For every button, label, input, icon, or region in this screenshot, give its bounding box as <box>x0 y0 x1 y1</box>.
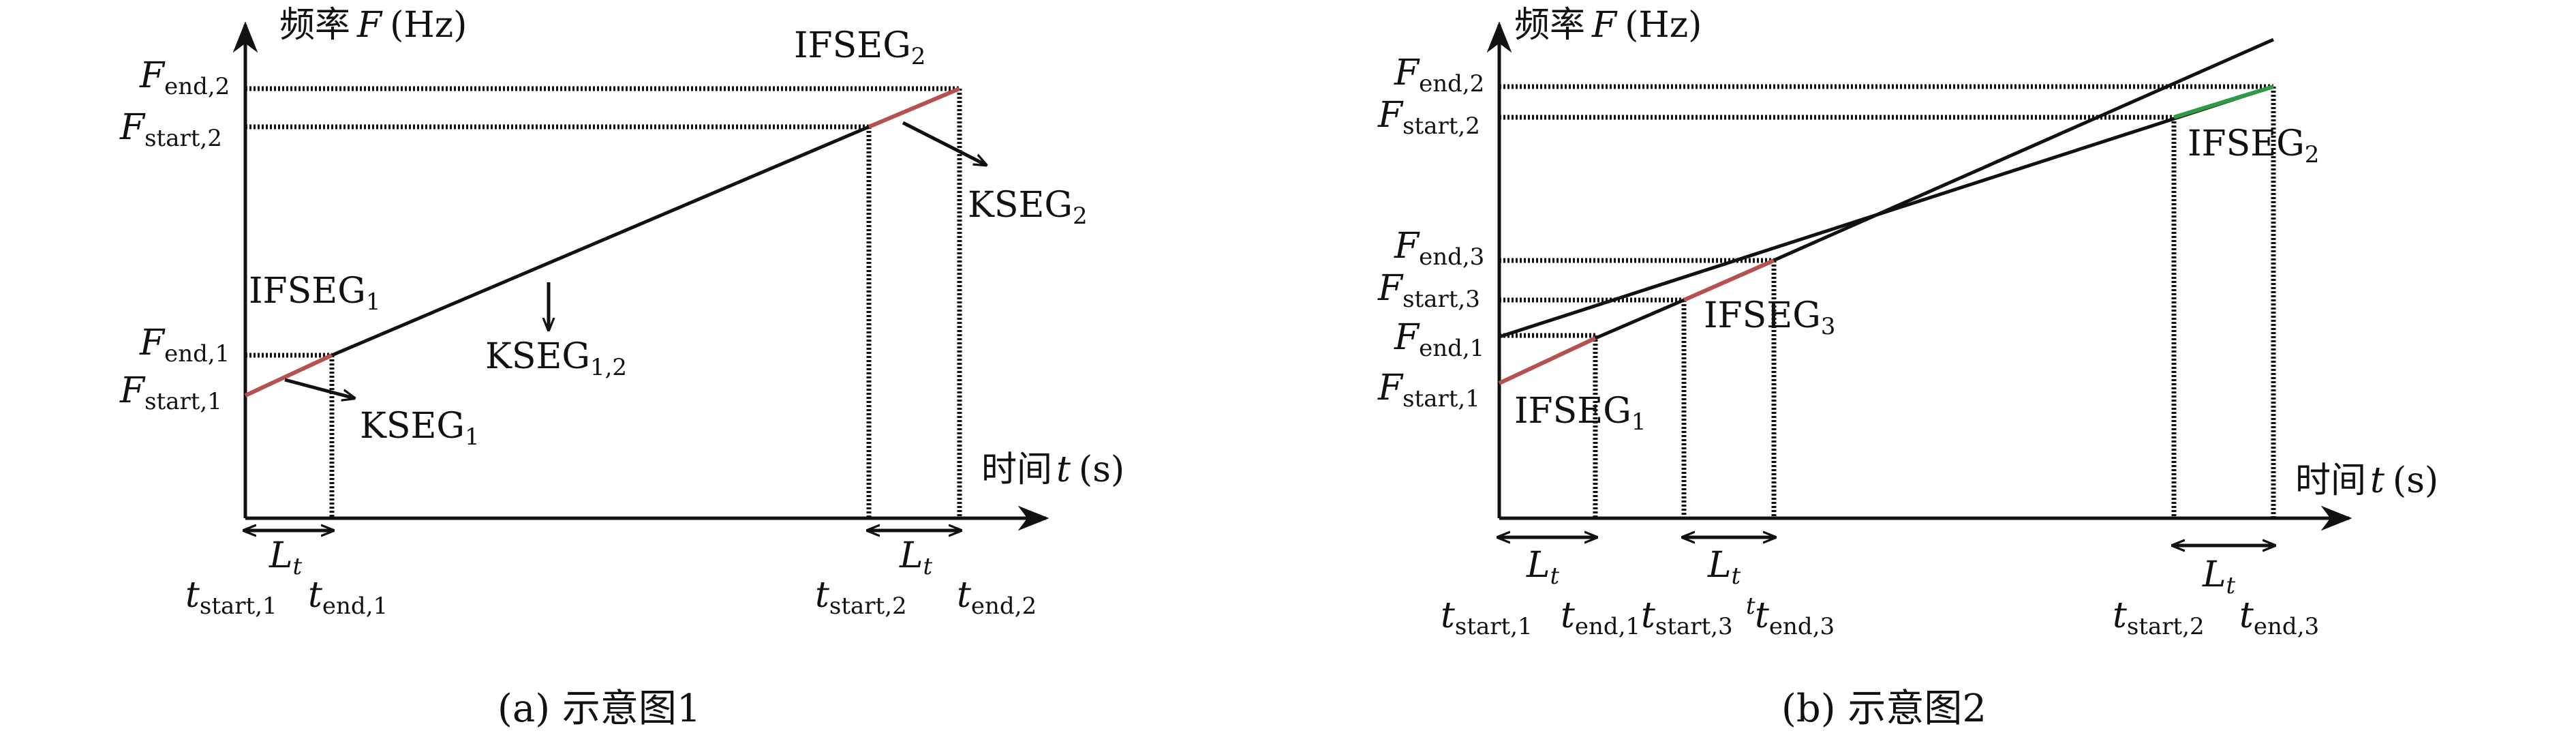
panel-b-y-tick-label: Fstart,2 <box>1377 95 1480 140</box>
panel-b-segment-label: IFSEG2 <box>2188 123 2319 168</box>
panel-b-link-line <box>1595 298 1685 340</box>
panel-b-x-tick-label: tend,1 <box>1561 595 1640 640</box>
panel-b-x-tick-label: tstart,2 <box>2113 595 2205 640</box>
panel-a-y-tick-label: Fend,1 <box>139 323 230 368</box>
panel-b-stray-mark: t <box>1746 593 1755 620</box>
panel-b-ifseg2-line <box>2173 85 2274 119</box>
panel-a-y-tick-label: Fend,2 <box>139 55 230 100</box>
panel-b-y-tick-label: Fstart,3 <box>1377 268 1480 313</box>
panel-b-segment-label: IFSEG3 <box>1704 295 1835 340</box>
panel-a-kseg-line <box>331 125 870 357</box>
panel-b-ifseg3-line <box>1683 258 1775 302</box>
panel-a-y-tick-label: Fstart,2 <box>119 107 222 152</box>
panel-a-y-tick-label: Fstart,1 <box>119 370 222 415</box>
panel-a-interval-label: Lt <box>269 535 303 580</box>
panel-b-y-tick-label: Fend,2 <box>1394 53 1484 98</box>
panel-b-segment-label: IFSEG1 <box>1514 391 1646 436</box>
panel-a-x-tick-label: tstart,1 <box>185 575 277 620</box>
panel-b-y-tick-label: Fstart,1 <box>1377 368 1480 413</box>
panel-a-ifseg2-line <box>868 87 961 129</box>
panel-a-caption: (a) 示意图1 <box>497 687 701 731</box>
panel-a-segment-label: KSEG1 <box>360 406 480 451</box>
panel-b-x-tick-label: tend,3 <box>1755 595 1835 640</box>
panel-b-interval-label: Lt <box>1526 545 1560 590</box>
panel-a-x-tick-label: tstart,2 <box>815 575 907 620</box>
panel-a-segment-label: KSEG2 <box>968 185 1088 230</box>
panel-a-segment-label: IFSEG1 <box>249 271 380 316</box>
panel-b-caption: (b) 示意图2 <box>1781 687 1987 731</box>
panel-a-x-tick-label: tend,2 <box>957 575 1037 620</box>
panel-b-interval-label: Lt <box>2202 554 2236 599</box>
panel-b-x-tick-label: tend,3 <box>2239 595 2319 640</box>
panel-b-steep-line <box>1683 38 2275 302</box>
panel-a-kseg1-pointer <box>284 378 354 398</box>
panel-a-segment-label: IFSEG2 <box>794 25 925 70</box>
panel-a-interval-label: Lt <box>899 535 933 580</box>
panel-a-kseg2-pointer <box>902 121 986 165</box>
panel-a-ifseg1-line <box>244 353 333 398</box>
panel-b-x-tick-label: tstart,1 <box>1441 595 1533 640</box>
panel-b-interval-label: Lt <box>1707 545 1741 590</box>
panel-a-x-tick-label: tend,1 <box>308 575 388 620</box>
panel-b-y-tick-label: Fend,1 <box>1394 317 1484 362</box>
panel-b-x-tick-label: tstart,3 <box>1641 595 1733 640</box>
panel-b-y-tick-label: Fend,3 <box>1394 226 1484 271</box>
panel-b-ifseg1-line <box>1498 336 1597 385</box>
panel-a-segment-label: KSEG1,2 <box>485 336 627 381</box>
